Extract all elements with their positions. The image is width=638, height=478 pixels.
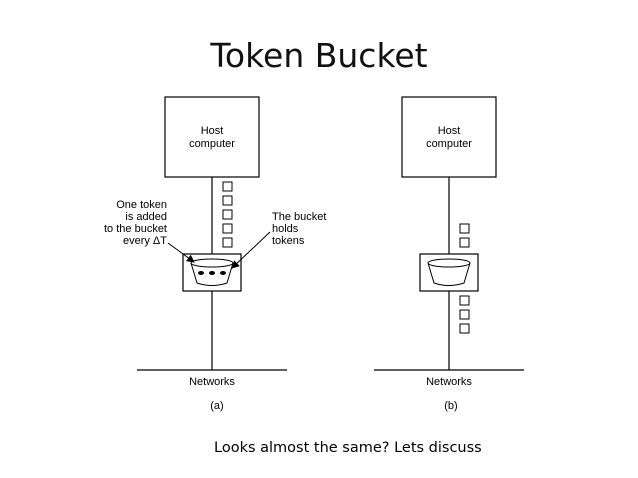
left-note-line2: is added	[125, 211, 167, 223]
host-label-b-line2: computer	[426, 138, 472, 150]
left-note-arrow	[167, 242, 195, 263]
token	[222, 223, 233, 234]
diagram-a: Host computer Networks (a) One token is …	[104, 96, 326, 412]
token	[222, 181, 233, 192]
diagram-b: Host computer Networks (b)	[374, 96, 524, 412]
host-label-a-line1: Host	[201, 125, 224, 137]
token	[459, 309, 470, 320]
sub-label-a: (a)	[210, 400, 223, 412]
token	[222, 237, 233, 248]
right-note-arrow	[231, 231, 271, 269]
token	[459, 237, 470, 248]
network-label-b: Networks	[426, 376, 472, 388]
right-note-line2: holds	[272, 223, 299, 235]
slide-caption: Looks almost the same? Lets discuss	[214, 440, 482, 456]
left-note-line1: One token	[116, 199, 167, 211]
bucket-icon-b	[427, 258, 471, 286]
token	[459, 223, 470, 234]
host-label-a-line2: computer	[189, 138, 235, 150]
token	[459, 295, 470, 306]
sub-label-b: (b)	[444, 400, 457, 412]
token	[222, 209, 233, 220]
bucket-icon-a	[190, 258, 234, 286]
host-computer-box-b	[401, 96, 497, 178]
right-note-line1: The bucket	[272, 211, 326, 223]
right-note-line3: tokens	[272, 235, 305, 247]
token	[222, 195, 233, 206]
host-label-b-line1: Host	[438, 125, 461, 137]
left-note-line3: to the bucket	[104, 223, 167, 235]
left-note-line4: every ΔT	[123, 235, 167, 247]
host-computer-box-a	[164, 96, 260, 178]
slide-title: Token Bucket	[210, 36, 428, 75]
token	[459, 323, 470, 334]
network-label-a: Networks	[189, 376, 235, 388]
